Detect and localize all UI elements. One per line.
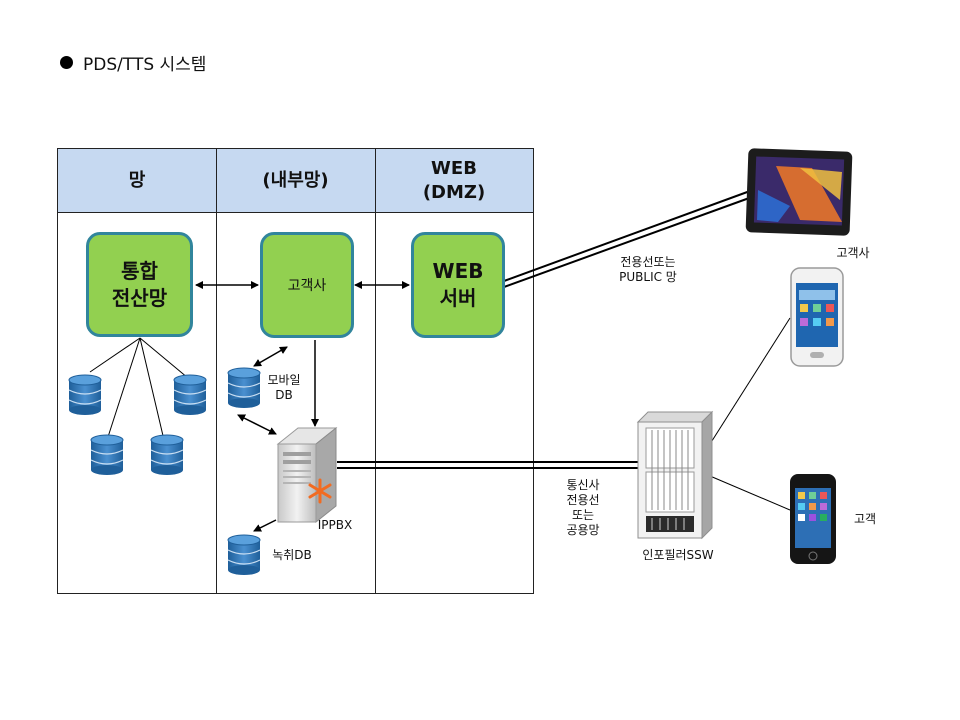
carrier-line-ippbx-to-ssw <box>337 461 638 469</box>
iphone-device-icon <box>790 474 836 564</box>
infopillar-ssw-label: 인포필러SSW <box>642 548 714 562</box>
database-icon <box>173 374 207 416</box>
phone-customer-label: 고객 <box>853 512 877 526</box>
dedicated-public-label: 전용선또는 PUBLIC 망 <box>619 255 677 284</box>
smartphone-device-icon <box>790 267 844 367</box>
zone-divider <box>216 149 217 593</box>
page-title: PDS/TTS 시스템 <box>60 50 206 75</box>
zone-header-internal: (내부망) <box>216 149 375 213</box>
infopillar-ssw-rack-icon <box>636 410 714 540</box>
zone-divider <box>375 149 376 593</box>
database-icon <box>68 374 102 416</box>
web-server-node: WEB 서버 <box>411 232 505 338</box>
ippbx-server-icon <box>276 426 338 524</box>
mobile-db-icon <box>227 367 261 409</box>
line-ssw-to-iphone <box>709 475 791 511</box>
tablet-device-icon <box>745 148 853 236</box>
mobile-db-label: 모바일 DB <box>267 373 301 402</box>
ippbx-label: IPPBX <box>317 518 353 532</box>
database-icon <box>150 434 184 476</box>
database-icon <box>90 434 124 476</box>
dedicated-line-web-to-tablet <box>503 190 753 288</box>
arrow-mobile-db <box>253 346 288 367</box>
integrated-fanout-lines <box>89 337 189 441</box>
line-ssw-to-smartphone <box>709 317 791 445</box>
asterisk-icon <box>308 478 332 504</box>
page-title-text: PDS/TTS 시스템 <box>83 55 207 75</box>
recording-db-label: 녹취DB <box>272 548 312 562</box>
arrow-ippbx-to-recording-db <box>253 519 277 532</box>
recording-db-icon <box>227 534 261 576</box>
bullet-dot-icon <box>60 56 73 69</box>
zone-header-network: 망 <box>58 149 216 213</box>
arrow-mobile-db-to-ippbx <box>237 414 277 435</box>
customer-company-node: 고객사 <box>260 232 354 338</box>
zone-table: 망 (내부망) WEB (DMZ) <box>57 148 534 594</box>
carrier-line-label: 통신사 전용선 또는 공용망 <box>566 478 600 537</box>
zone-header-web-dmz: WEB (DMZ) <box>375 149 533 213</box>
integrated-network-node: 통합 전산망 <box>86 232 193 337</box>
tablet-customer-label: 고객사 <box>836 246 870 260</box>
